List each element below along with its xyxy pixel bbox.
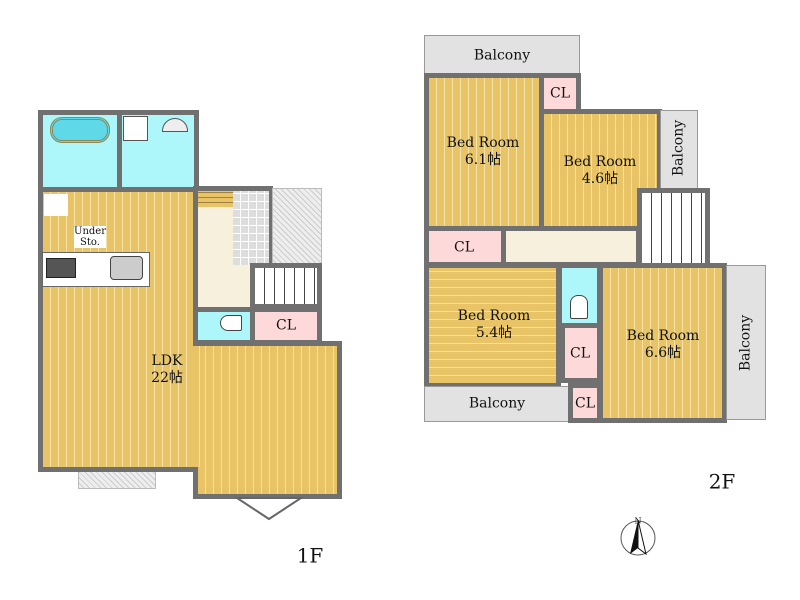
floor-1f-label: 1F [296,543,324,568]
stairs-2f [637,188,710,268]
closet-middle [560,323,602,383]
closet-bottom [568,383,602,423]
bedroom-6-6 [598,263,727,423]
balcony-bottom-label: Balcony [468,395,526,412]
balcony-top [424,35,580,77]
ldk-size: 22帖 [151,370,183,386]
ldk-name: LDK [151,353,183,369]
balcony-east-label: Balcony [737,314,754,372]
floor-2f-label: 2F [708,469,736,494]
under-storage-line1: Under [74,226,106,237]
kitchen-sink-icon [110,256,143,280]
fridge-space [44,194,68,216]
stairs-1f [250,263,322,309]
compass-north-label: N [634,516,642,526]
bathtub-icon [50,117,110,143]
closet-middle-label: CL [569,345,591,362]
ldk-room [38,186,198,472]
porch [272,188,322,266]
balcony-east-small-label: Balcony [670,119,687,177]
closet-hall-label: CL [453,239,475,256]
balcony-top-label: Balcony [473,47,531,64]
sink-icon [123,116,148,141]
bay-window [235,497,303,521]
under-storage-line2: Sto. [80,237,100,248]
closet-1f-label: CL [275,317,297,334]
north-compass: N [619,512,657,556]
closet-1f [250,307,322,345]
room-name: Bed Room [626,328,700,344]
toilet-icon [220,315,242,331]
entrance-tile [233,191,269,265]
balcony-bottom [424,386,570,422]
room-name: Bed Room [457,308,531,324]
compass-icon [620,519,656,556]
toilet-2f-icon [570,295,588,319]
room-size: 5.4帖 [475,325,513,341]
room-name: Bed Room [563,154,637,170]
hallway-2f [501,226,641,267]
room-name: Bed Room [446,135,520,151]
room-size: 6.1帖 [464,152,502,168]
room-size: 4.6帖 [581,171,619,187]
stove-icon [46,258,76,278]
room-size: 6.6帖 [644,345,682,361]
ldk-extension [193,341,342,499]
balcony-east [726,265,766,420]
balcony-east-small [660,110,698,190]
closet-top-label: CL [549,85,571,102]
terrace [78,468,156,489]
closet-bottom-label: CL [574,395,596,412]
